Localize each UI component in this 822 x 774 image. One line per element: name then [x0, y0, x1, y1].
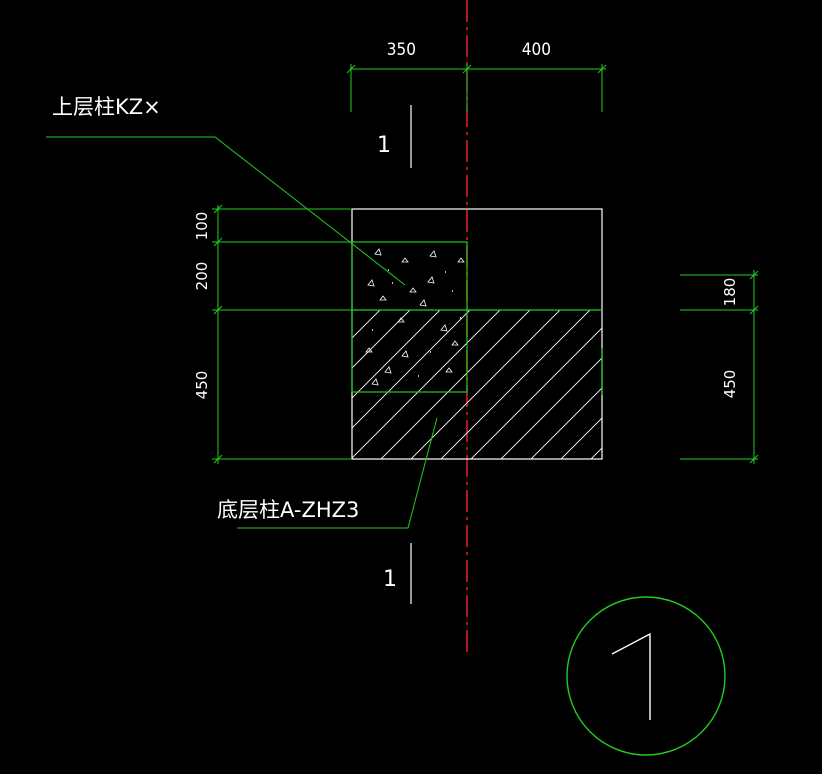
hatch-line [440, 310, 591, 459]
hatch-line [560, 417, 602, 459]
hatch-line [340, 0, 620, 110]
lower-column-hatch [340, 0, 620, 740]
hatch-line [352, 310, 441, 399]
concrete-speckle [451, 340, 459, 346]
concrete-speckle [445, 367, 453, 373]
detail-number-circle [566, 596, 726, 756]
concrete-speckle [371, 378, 379, 386]
hatch-line [352, 310, 381, 339]
hatch-line [340, 0, 620, 80]
dimension-left-bottom: 450 [193, 371, 211, 400]
hatch-line [500, 357, 602, 459]
hatch-line [530, 387, 602, 459]
detail-number-glyph [611, 632, 651, 720]
right-dimension [680, 270, 759, 464]
concrete-speckle [440, 324, 448, 332]
hatch-line [340, 0, 620, 200]
hatch-line [340, 0, 620, 230]
hatch-line [470, 327, 602, 459]
hatch-line [352, 310, 471, 429]
concrete-speckle [419, 299, 427, 307]
hatch-line [340, 0, 620, 140]
hatch-line [410, 310, 561, 459]
section-mark-bottom-number: 1 [383, 567, 397, 592]
hatch-line [340, 0, 620, 50]
dimension-top-left: 350 [387, 39, 416, 59]
dimension-right-bottom: 450 [721, 370, 739, 399]
concrete-speckle [401, 350, 409, 358]
concrete-speckle [367, 279, 375, 287]
section-mark-top-number: 1 [377, 133, 391, 158]
hatch-line [340, 460, 620, 740]
upper-column-label: 上层柱KZ× [52, 95, 161, 119]
concrete-speckle [374, 248, 382, 256]
concrete-speckle [409, 287, 417, 293]
lower-column-label: 底层柱A-ZHZ3 [217, 498, 359, 522]
lower-column-leader [237, 417, 438, 529]
hatch-line [340, 0, 620, 20]
upper-column-concrete-pattern [365, 248, 465, 386]
concrete-speckle [379, 295, 387, 301]
hatch-line [380, 310, 531, 459]
upper-column-outline [351, 241, 468, 393]
left-dimension [212, 204, 352, 464]
concrete-speckle [384, 366, 392, 374]
concrete-speckle [397, 317, 405, 323]
hatch-line [340, 0, 620, 260]
dimension-left-top: 100 [193, 212, 211, 241]
dimension-top-right: 400 [522, 39, 551, 59]
upper-column-leader [46, 136, 406, 286]
concrete-speckle [365, 347, 373, 353]
top-dimension [346, 64, 607, 112]
concrete-speckle [401, 257, 409, 263]
hatch-line [340, 40, 620, 320]
concrete-speckle [427, 276, 435, 284]
outer-outline [351, 208, 603, 460]
concrete-speckle [429, 250, 437, 258]
hatch-line [590, 447, 602, 459]
dimension-right-top: 180 [721, 278, 739, 307]
dimension-left-middle: 200 [193, 262, 211, 291]
hatch-line [352, 310, 501, 459]
concrete-speckle [457, 257, 465, 263]
hatch-line [352, 310, 411, 369]
